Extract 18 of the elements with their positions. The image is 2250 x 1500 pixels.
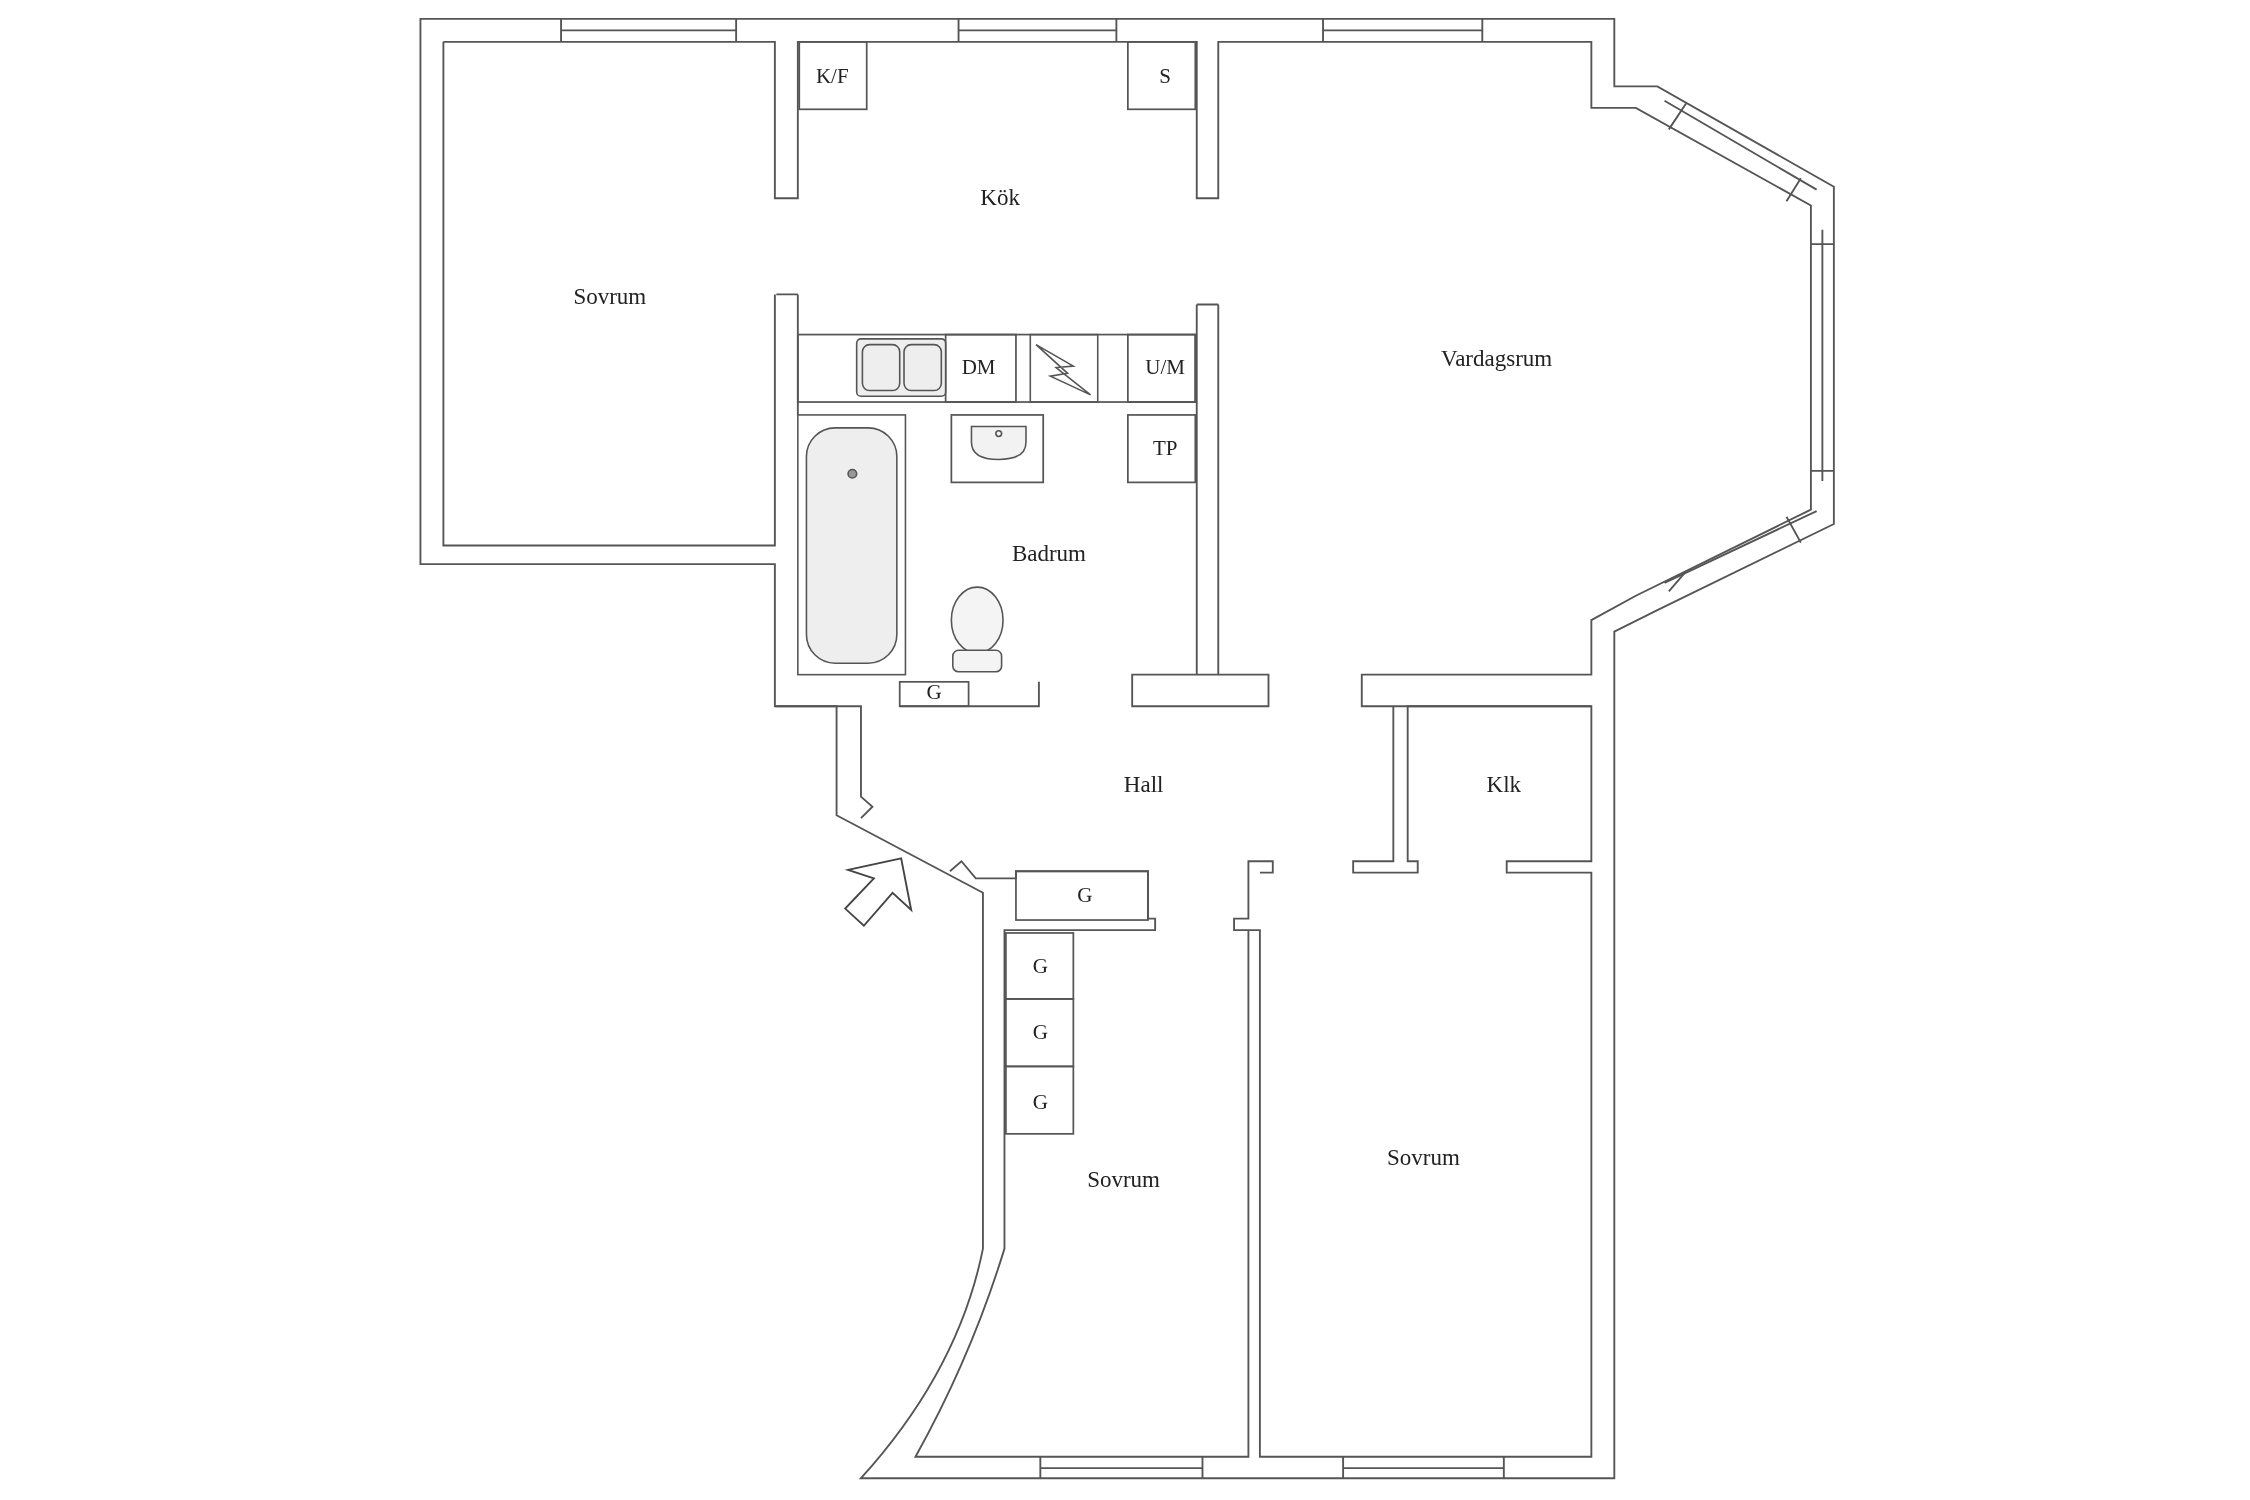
- fixture-label: G: [1077, 882, 1093, 908]
- room-label: Hall: [1123, 771, 1164, 798]
- room-label: Kök: [980, 185, 1020, 211]
- fixture-label: DM: [961, 354, 996, 380]
- room-label: Vardagsrum: [1441, 345, 1553, 372]
- fixture-label: G: [1032, 953, 1048, 979]
- room-label: Klk: [1486, 771, 1522, 798]
- fixture-label: G: [926, 679, 942, 705]
- fixture-label: G: [1032, 1089, 1048, 1115]
- room-label: Sovrum: [1387, 1145, 1460, 1171]
- room-label: Badrum: [1011, 540, 1086, 567]
- fixture-label: TP: [1152, 435, 1178, 461]
- fixture-label: K/F: [815, 63, 849, 89]
- fixture-label: G: [1032, 1019, 1048, 1045]
- fixture-label: U/M: [1145, 354, 1185, 380]
- room-label: Sovrum: [1087, 1166, 1160, 1193]
- room-label: Sovrum: [573, 284, 647, 311]
- fixture-label: S: [1159, 63, 1171, 89]
